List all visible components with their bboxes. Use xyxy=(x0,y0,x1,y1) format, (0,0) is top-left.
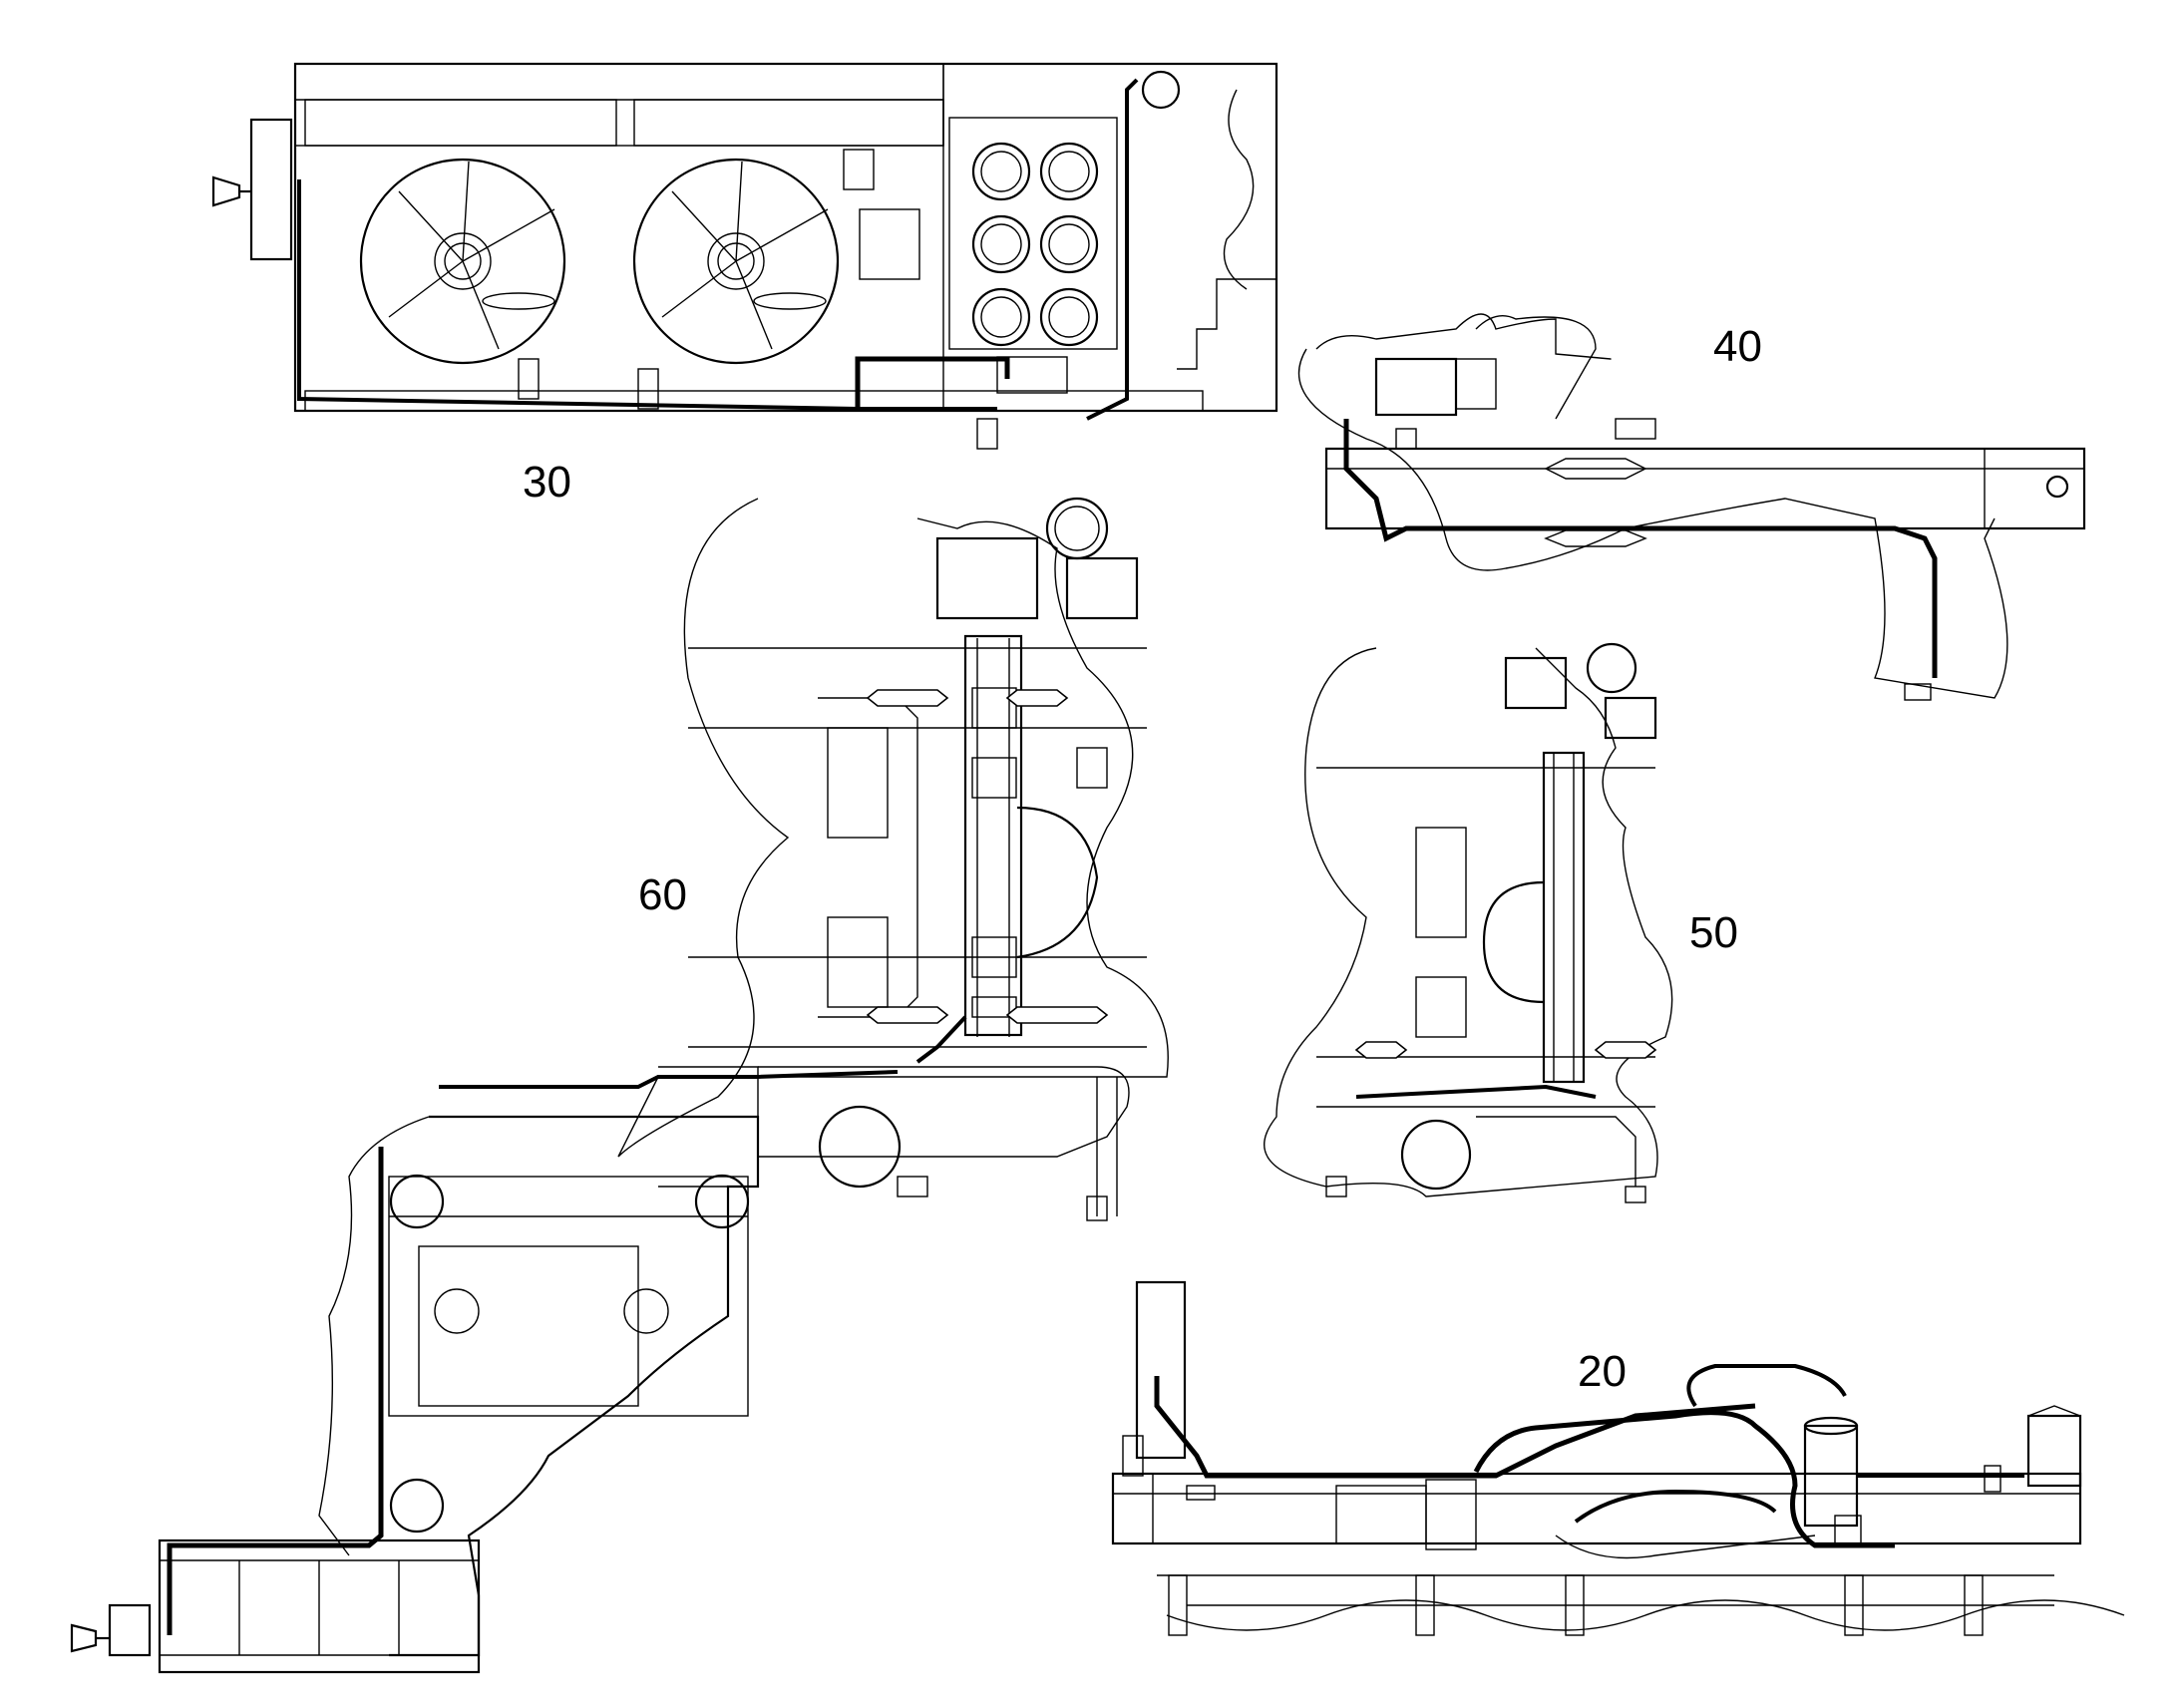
view-30-drawing xyxy=(211,62,1278,450)
view-60-drawing xyxy=(70,497,1169,1674)
view-label-40: 40 xyxy=(1713,322,1762,371)
view-label-20: 20 xyxy=(1578,1347,1627,1396)
view-label-60: 60 xyxy=(638,870,687,919)
view-20-drawing xyxy=(1111,1280,2125,1636)
view-label-50: 50 xyxy=(1689,908,1738,957)
view-40-drawing xyxy=(1297,313,2086,701)
filter-rings xyxy=(971,142,1099,347)
view-label-30: 30 xyxy=(523,458,571,507)
view-50-drawing xyxy=(1264,642,1673,1203)
